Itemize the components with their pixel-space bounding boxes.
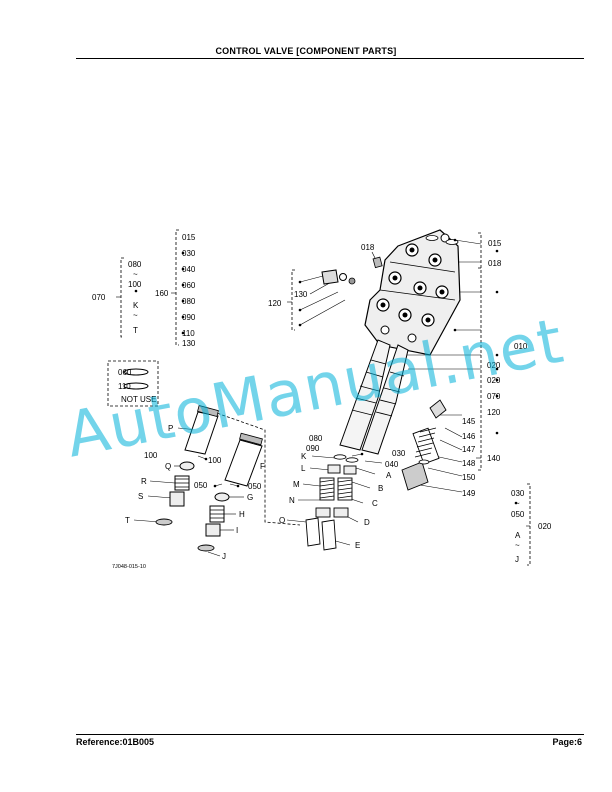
callout: 018 bbox=[488, 259, 502, 268]
callout: 148 bbox=[462, 459, 476, 468]
callout: 080 bbox=[309, 434, 323, 443]
group-160-item: 090 bbox=[182, 313, 196, 322]
callout: 070 bbox=[92, 293, 106, 302]
callout-letter: J bbox=[222, 552, 226, 561]
not-use-box: 060 110 NOT USE bbox=[118, 368, 156, 404]
callout-letter: L bbox=[301, 464, 306, 473]
callout: 149 bbox=[462, 489, 476, 498]
callout: 100 bbox=[144, 451, 158, 460]
group-020-list: 030 ~ 050 A ~ J bbox=[511, 489, 525, 564]
callout-letter: H bbox=[239, 510, 245, 519]
callout: 160 bbox=[155, 289, 169, 298]
footer-page-number: Page:6 bbox=[552, 737, 582, 747]
callout: 090 bbox=[306, 444, 320, 453]
middle-cylinder-group bbox=[197, 432, 263, 552]
letter-callouts: A B C D E F G H I J K L M N O P Q R S T bbox=[125, 424, 392, 561]
callout: 030 bbox=[392, 449, 406, 458]
group-020-item: ~ bbox=[515, 541, 520, 550]
group-070-item: 080 bbox=[128, 260, 142, 269]
callout-letter: I bbox=[236, 526, 238, 535]
figure-code: 7J048-015-10 bbox=[112, 564, 146, 570]
callout-letter: K bbox=[301, 452, 307, 461]
not-use-item: 110 bbox=[118, 382, 131, 391]
group-010-item: 020 bbox=[487, 376, 501, 385]
group-070-item: T bbox=[133, 326, 138, 335]
group-070-item: ~ bbox=[133, 311, 138, 320]
callout-letter: G bbox=[247, 493, 253, 502]
callout-letter: D bbox=[364, 518, 370, 527]
header-rule bbox=[76, 58, 584, 59]
dot-markers bbox=[134, 238, 518, 505]
callout-letter: F bbox=[260, 462, 265, 471]
callout-letter: Q bbox=[165, 462, 171, 471]
group-070-item: 100 bbox=[128, 280, 142, 289]
left-cylinder-group bbox=[155, 405, 219, 526]
callout-letter: R bbox=[141, 477, 147, 486]
callout: 020 bbox=[487, 361, 501, 370]
callout-letter: O bbox=[279, 516, 285, 525]
group-010-item: 070 bbox=[487, 392, 501, 401]
group-160-item: 060 bbox=[182, 281, 196, 290]
group-160-item: 030 bbox=[182, 249, 196, 258]
callout-letter: B bbox=[378, 484, 383, 493]
callout: 050 bbox=[194, 481, 208, 490]
plug-parts bbox=[321, 269, 356, 285]
group-020-item: 030 bbox=[511, 489, 525, 498]
callout: 040 bbox=[385, 460, 399, 469]
not-use-label: NOT USE bbox=[121, 395, 156, 404]
callout: 147 bbox=[462, 445, 476, 454]
group-010-list: 020 070 120 bbox=[487, 376, 501, 417]
callout-letter: E bbox=[355, 541, 360, 550]
relief-valve-assembly bbox=[401, 399, 447, 491]
group-070-item: ~ bbox=[133, 270, 138, 279]
footer-reference: Reference:01B005 bbox=[76, 737, 155, 747]
callout: 130 bbox=[294, 290, 308, 299]
callout: 050 bbox=[248, 482, 262, 491]
callout: 120 bbox=[268, 299, 282, 308]
callout-letter: T bbox=[125, 516, 130, 525]
callout-letter: P bbox=[168, 424, 173, 433]
spring-group bbox=[305, 454, 359, 551]
callout-letter: S bbox=[138, 492, 143, 501]
spool-right bbox=[361, 344, 409, 455]
group-020-item: ~ bbox=[515, 499, 520, 508]
group-160-item: 130 bbox=[182, 339, 196, 348]
o-ring-icons bbox=[123, 368, 149, 390]
callout: 020 bbox=[538, 522, 552, 531]
bracket-lines bbox=[107, 229, 531, 566]
footer-rule bbox=[76, 734, 584, 735]
callout: 145 bbox=[462, 417, 476, 426]
group-010-item: 120 bbox=[487, 408, 501, 417]
callout: 015 bbox=[488, 239, 502, 248]
group-160-item: 040 bbox=[182, 265, 196, 274]
numeric-callouts: 015 018 018 010 020 070 120 130 140 160 … bbox=[92, 239, 552, 531]
not-use-item: 060 bbox=[118, 368, 132, 377]
callout: 146 bbox=[462, 432, 476, 441]
group-160-item: 080 bbox=[182, 297, 196, 306]
callout: 100 bbox=[208, 456, 222, 465]
callout: 140 bbox=[487, 454, 501, 463]
page-title: CONTROL VALVE [COMPONENT PARTS] bbox=[215, 46, 397, 56]
spool-left bbox=[339, 339, 391, 451]
callout-letter: C bbox=[372, 499, 378, 508]
group-020-item: J bbox=[515, 555, 519, 564]
group-070-item: K bbox=[133, 301, 139, 310]
callout: 010 bbox=[514, 342, 528, 351]
group-020-item: 050 bbox=[511, 510, 525, 519]
callout: 018 bbox=[361, 243, 375, 252]
callout: 150 bbox=[462, 473, 476, 482]
group-070-list: 080 ~ 100 K ~ T bbox=[128, 260, 142, 335]
callout-letter: A bbox=[386, 471, 392, 480]
group-160-item: 015 bbox=[182, 233, 196, 242]
callout-letter: N bbox=[289, 496, 295, 505]
group-160-item: 110 bbox=[182, 329, 195, 338]
group-020-item: A bbox=[515, 531, 521, 540]
group-160-list: 015 030 040 060 080 090 110 130 bbox=[182, 233, 196, 348]
callout-letter: M bbox=[293, 480, 300, 489]
